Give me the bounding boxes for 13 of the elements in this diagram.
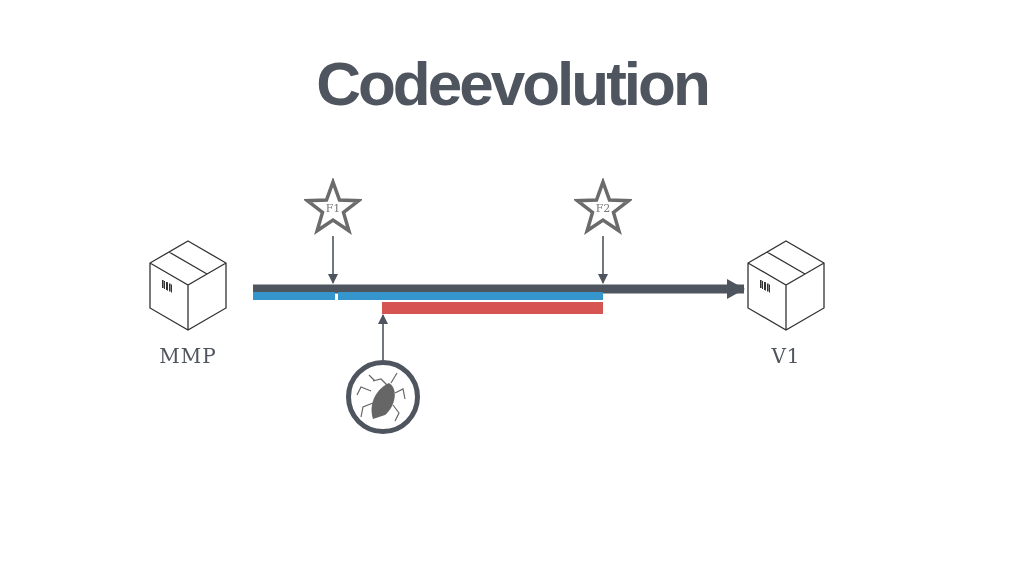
timeline-bar	[382, 302, 603, 314]
arrow	[378, 314, 388, 361]
arrow	[328, 235, 338, 284]
timeline-bar	[338, 292, 603, 300]
title: Codeevolution	[316, 49, 708, 118]
arrow	[253, 279, 745, 299]
package-label: V1	[771, 344, 801, 368]
arrow	[598, 235, 608, 284]
star-label: F1	[325, 202, 341, 215]
package-label: MMP	[159, 344, 217, 368]
timeline-bar	[253, 292, 335, 300]
star-label: F2	[595, 202, 611, 215]
bug-icon	[346, 360, 420, 434]
